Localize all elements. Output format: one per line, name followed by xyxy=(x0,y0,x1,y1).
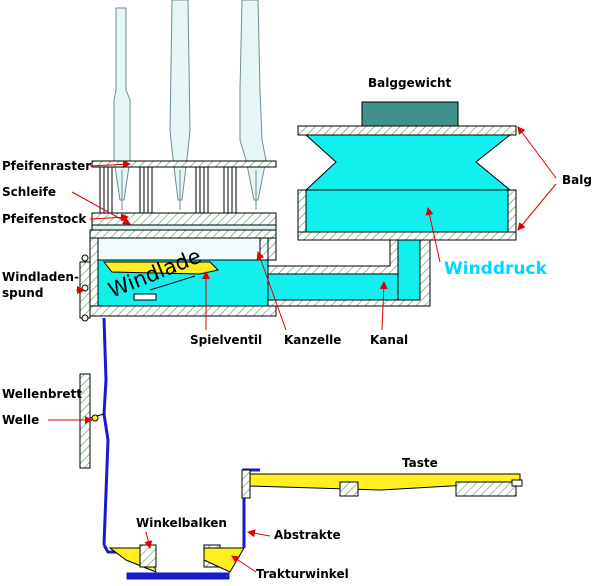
winkelbalken xyxy=(139,544,157,568)
label-schleife: Schleife xyxy=(2,185,56,199)
pipe-right xyxy=(239,0,267,201)
pfeifenstock xyxy=(91,212,277,231)
balg xyxy=(297,101,517,241)
label-pfeifenraster: Pfeifenraster xyxy=(2,159,91,173)
label-windladenspund-1: Windladen- xyxy=(2,270,79,284)
label-winkelbalken: Winkelbalken xyxy=(136,516,227,530)
taste-key xyxy=(249,473,521,491)
label-kanzelle: Kanzelle xyxy=(284,333,341,347)
label-taste: Taste xyxy=(402,456,438,470)
label-winddruck: Winddruck xyxy=(444,259,548,279)
label-abstrakte: Abstrakte xyxy=(274,528,341,542)
kanal xyxy=(267,231,431,307)
label-wellenbrett: Wellenbrett xyxy=(2,387,82,401)
label-windladenspund-2: spund xyxy=(2,286,43,300)
pfeifenraster xyxy=(91,160,277,214)
label-kanal: Kanal xyxy=(370,333,408,347)
label-pfeifenstock: Pfeifenstock xyxy=(2,212,87,226)
pointer-arrows xyxy=(48,126,557,573)
label-balg: Balg xyxy=(562,173,592,187)
label-balggewicht: Balggewicht xyxy=(368,76,452,90)
balggewicht-block xyxy=(361,101,459,127)
label-spielventil: Spielventil xyxy=(190,333,262,347)
label-welle: Welle xyxy=(2,413,39,427)
schleife xyxy=(91,224,277,231)
label-trakturwinkel: Trakturwinkel xyxy=(256,567,349,581)
labels: Balggewicht Balg Winddruck Pfeifenraster… xyxy=(2,76,592,581)
pipe-middle xyxy=(169,0,191,201)
pipe-left xyxy=(113,7,131,201)
organ-pipes xyxy=(113,0,267,210)
windlade xyxy=(79,229,277,322)
